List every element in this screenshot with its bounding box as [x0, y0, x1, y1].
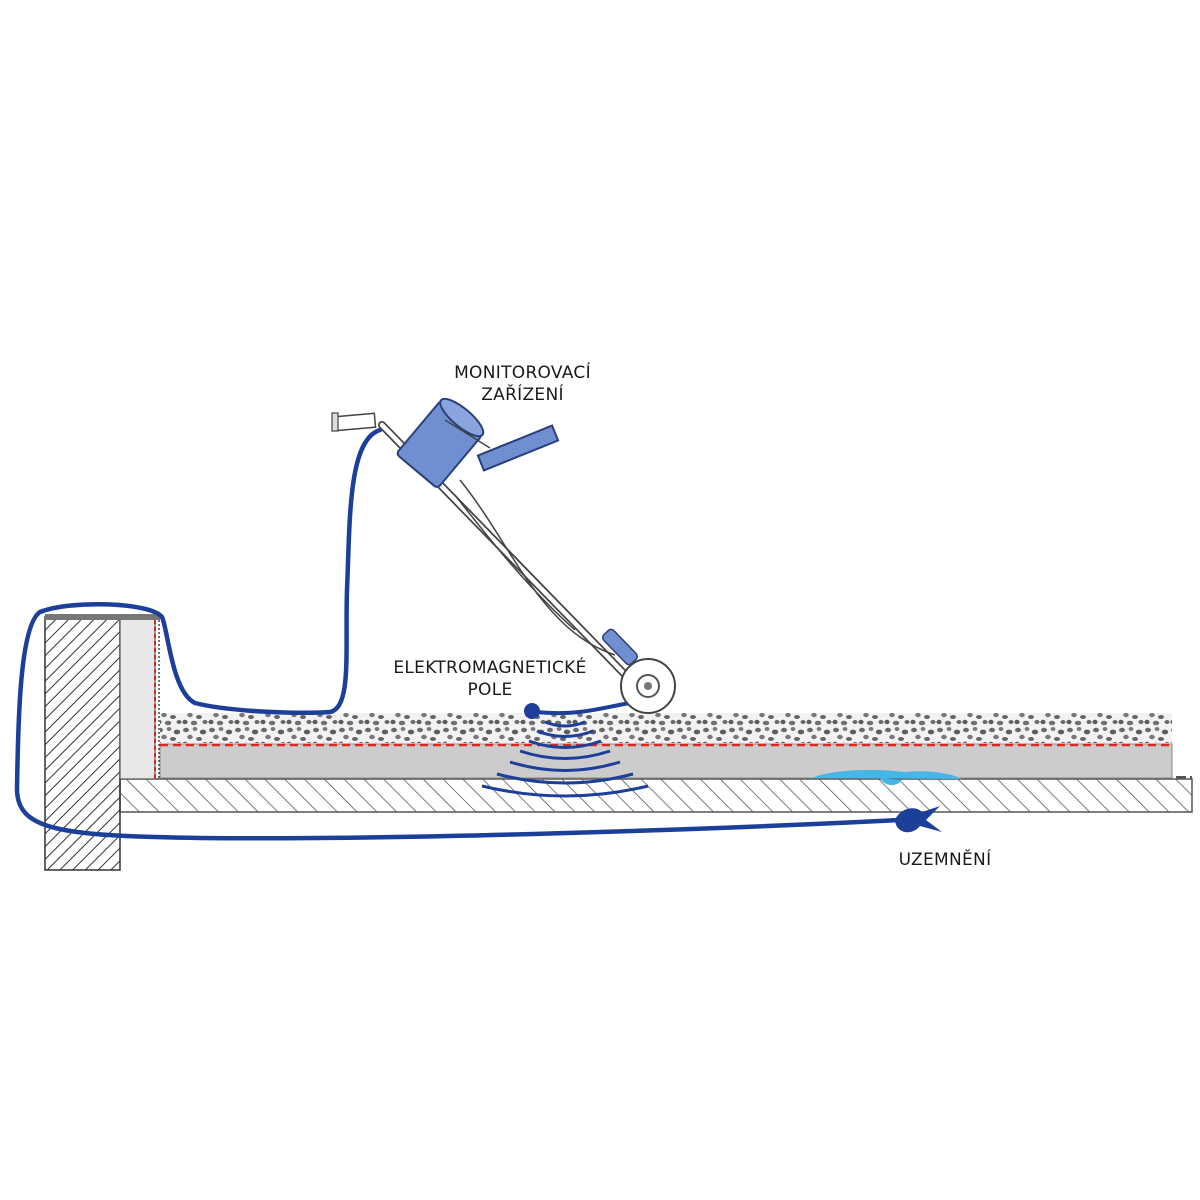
- sensor-cable: [534, 701, 631, 716]
- label-monitoring-device: MONITOROVACÍ ZAŘÍZENÍ: [415, 362, 630, 406]
- label-monitoring-line1: MONITOROVACÍ: [454, 363, 591, 383]
- concrete-protection-layer: [159, 743, 1173, 779]
- grounding-probe: [895, 806, 942, 833]
- label-grounding: UZEMNĚNÍ: [898, 850, 992, 870]
- em-sensor-point: [524, 703, 540, 719]
- label-em-field-line1: ELEKTROMAGNETICKÉ: [393, 658, 587, 678]
- monitoring-device: [331, 397, 676, 714]
- detection-cable: [14, 427, 903, 841]
- water-leak: [812, 770, 962, 786]
- base-structure-slab: [119, 778, 1193, 813]
- label-electromagnetic-field: ELEKTROMAGNETICKÉ POLE: [355, 657, 625, 701]
- gravel-layer: [160, 713, 1172, 743]
- label-monitoring-line2: ZAŘÍZENÍ: [481, 385, 564, 405]
- electromagnetic-field-waves: [481, 720, 649, 798]
- label-em-field-line2: POLE: [467, 680, 513, 700]
